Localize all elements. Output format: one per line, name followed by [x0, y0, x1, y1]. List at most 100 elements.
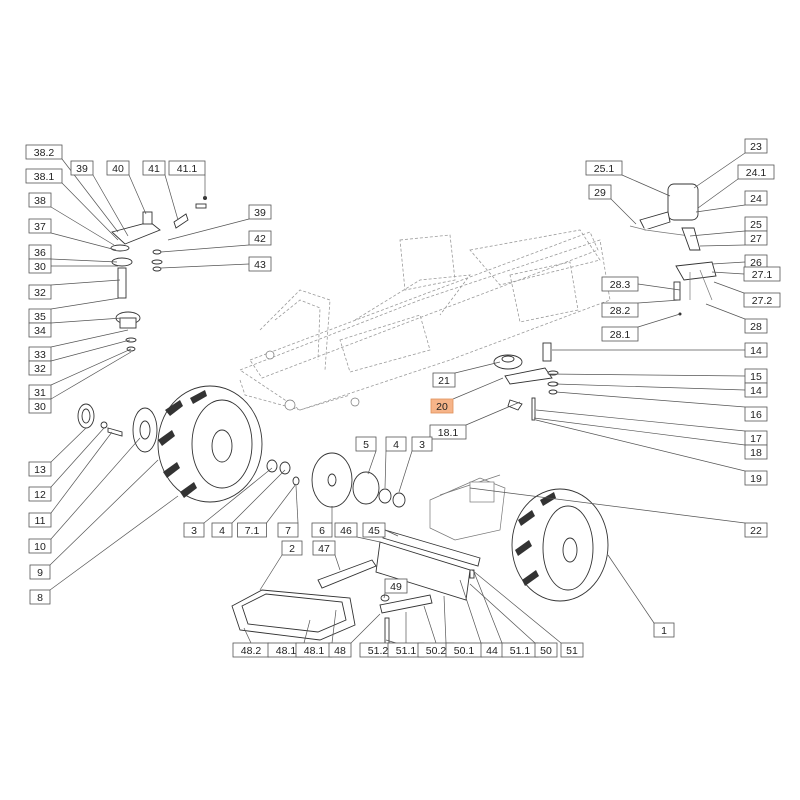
part-label-18-1[interactable]: 18.1 — [438, 427, 459, 439]
part-label-29[interactable]: 29 — [594, 187, 606, 199]
part-label-box-45 — [362, 522, 386, 538]
part-label-9[interactable]: 9 — [37, 567, 43, 579]
part-label-27[interactable]: 27 — [750, 233, 762, 245]
part-label-22[interactable]: 22 — [750, 525, 762, 537]
part-label-48[interactable]: 48 — [334, 645, 346, 657]
part-label-17[interactable]: 17 — [750, 433, 762, 445]
part-label-box-30 — [28, 398, 52, 414]
leader-line-20 — [452, 377, 504, 400]
part-label-28[interactable]: 28 — [750, 321, 762, 333]
part-label-15[interactable]: 15 — [750, 371, 762, 383]
part-label-50[interactable]: 50 — [540, 645, 552, 657]
leader-line-24-1 — [697, 178, 739, 209]
part-label-6[interactable]: 6 — [319, 525, 325, 537]
part-label-3[interactable]: 3 — [191, 525, 197, 537]
part-label-51-2[interactable]: 51.2 — [368, 645, 389, 657]
part-label-38-2[interactable]: 38.2 — [34, 147, 55, 159]
part-label-51-1[interactable]: 51.1 — [396, 645, 417, 657]
part-label-10[interactable]: 10 — [34, 541, 46, 553]
part-label-4[interactable]: 4 — [393, 439, 399, 451]
part-label-30[interactable]: 30 — [34, 401, 46, 413]
part-label-28-3[interactable]: 28.3 — [610, 279, 631, 291]
part-label-33[interactable]: 33 — [34, 349, 46, 361]
part-label-35[interactable]: 35 — [34, 311, 46, 323]
part-label-36[interactable]: 36 — [34, 247, 46, 259]
part-label-42[interactable]: 42 — [254, 233, 266, 245]
part-label-48-2[interactable]: 48.2 — [241, 645, 262, 657]
part-label-40[interactable]: 40 — [112, 163, 124, 175]
leader-line-50-1 — [443, 595, 447, 644]
part-label-2[interactable]: 2 — [289, 543, 295, 555]
part-label-box-5 — [355, 436, 377, 452]
part-label-39[interactable]: 39 — [76, 163, 88, 175]
part-label-16[interactable]: 16 — [750, 409, 762, 421]
part-label-20[interactable]: 20 — [436, 401, 448, 413]
part-label-38[interactable]: 38 — [34, 195, 46, 207]
part-label-box-4 — [385, 436, 407, 452]
part-label-37[interactable]: 37 — [34, 221, 46, 233]
part-label-box-27-2 — [743, 292, 781, 308]
part-label-8[interactable]: 8 — [37, 592, 43, 604]
part-label-26[interactable]: 26 — [750, 257, 762, 269]
part-label-25-1[interactable]: 25.1 — [594, 163, 615, 175]
part-label-41-1[interactable]: 41.1 — [177, 163, 198, 175]
part-label-48-1[interactable]: 48.1 — [276, 645, 297, 657]
part-label-48-1[interactable]: 48.1 — [304, 645, 325, 657]
part-label-box-10 — [28, 538, 52, 554]
part-label-32[interactable]: 32 — [34, 363, 46, 375]
part-label-30[interactable]: 30 — [34, 261, 46, 273]
part-label-24-1[interactable]: 24.1 — [746, 167, 767, 179]
part-label-46[interactable]: 46 — [340, 525, 352, 537]
part-label-7[interactable]: 7 — [285, 525, 291, 537]
part-label-50-1[interactable]: 50.1 — [454, 645, 475, 657]
leader-line-10 — [50, 437, 141, 540]
part-label-28-2[interactable]: 28.2 — [610, 305, 631, 317]
part-label-49[interactable]: 49 — [390, 581, 402, 593]
part-label-12[interactable]: 12 — [34, 489, 46, 501]
part-label-box-20 — [430, 398, 454, 414]
part-label-21[interactable]: 21 — [438, 375, 450, 387]
part-label-43[interactable]: 43 — [254, 259, 266, 271]
part-label-18[interactable]: 18 — [750, 447, 762, 459]
steering-assembly — [110, 196, 207, 352]
leader-line-9 — [49, 459, 159, 566]
part-label-11[interactable]: 11 — [35, 515, 46, 527]
part-label-4[interactable]: 4 — [219, 525, 225, 537]
part-label-25[interactable]: 25 — [750, 219, 762, 231]
part-label-1[interactable]: 1 — [661, 625, 667, 637]
part-label-51[interactable]: 51 — [566, 645, 578, 657]
part-label-45[interactable]: 45 — [368, 525, 380, 537]
part-label-47[interactable]: 47 — [318, 543, 330, 555]
part-label-32[interactable]: 32 — [34, 287, 46, 299]
part-label-13[interactable]: 13 — [34, 464, 46, 476]
part-label-14[interactable]: 14 — [750, 385, 762, 397]
part-label-5[interactable]: 5 — [363, 439, 369, 451]
part-label-27-1[interactable]: 27.1 — [752, 269, 773, 281]
part-label-14[interactable]: 14 — [750, 345, 762, 357]
part-label-box-7-1 — [237, 522, 267, 538]
part-label-23[interactable]: 23 — [750, 141, 762, 153]
part-label-38-1[interactable]: 38.1 — [34, 171, 55, 183]
leader-line-47 — [334, 554, 341, 571]
part-label-41[interactable]: 41 — [148, 163, 160, 175]
part-label-28-1[interactable]: 28.1 — [610, 329, 631, 341]
part-label-27-2[interactable]: 27.2 — [752, 295, 773, 307]
leader-line-31 — [50, 348, 132, 386]
part-label-39[interactable]: 39 — [254, 207, 266, 219]
part-label-24[interactable]: 24 — [750, 193, 762, 205]
part-label-50-2[interactable]: 50.2 — [426, 645, 447, 657]
part-label-51-1[interactable]: 51.1 — [510, 645, 531, 657]
part-label-44[interactable]: 44 — [486, 645, 498, 657]
leader-line-3 — [203, 467, 273, 524]
part-label-34[interactable]: 34 — [34, 325, 46, 337]
part-label-19[interactable]: 19 — [750, 473, 762, 485]
leader-line-38-1 — [61, 182, 119, 241]
part-label-31[interactable]: 31 — [34, 387, 46, 399]
leader-line-38 — [50, 206, 115, 246]
part-label-7-1[interactable]: 7.1 — [245, 525, 260, 537]
part-label-box-28-3 — [601, 276, 639, 292]
part-label-box-22 — [744, 522, 768, 538]
part-label-box-48 — [328, 642, 352, 658]
part-label-3[interactable]: 3 — [419, 439, 425, 451]
leader-line-44 — [459, 579, 482, 644]
